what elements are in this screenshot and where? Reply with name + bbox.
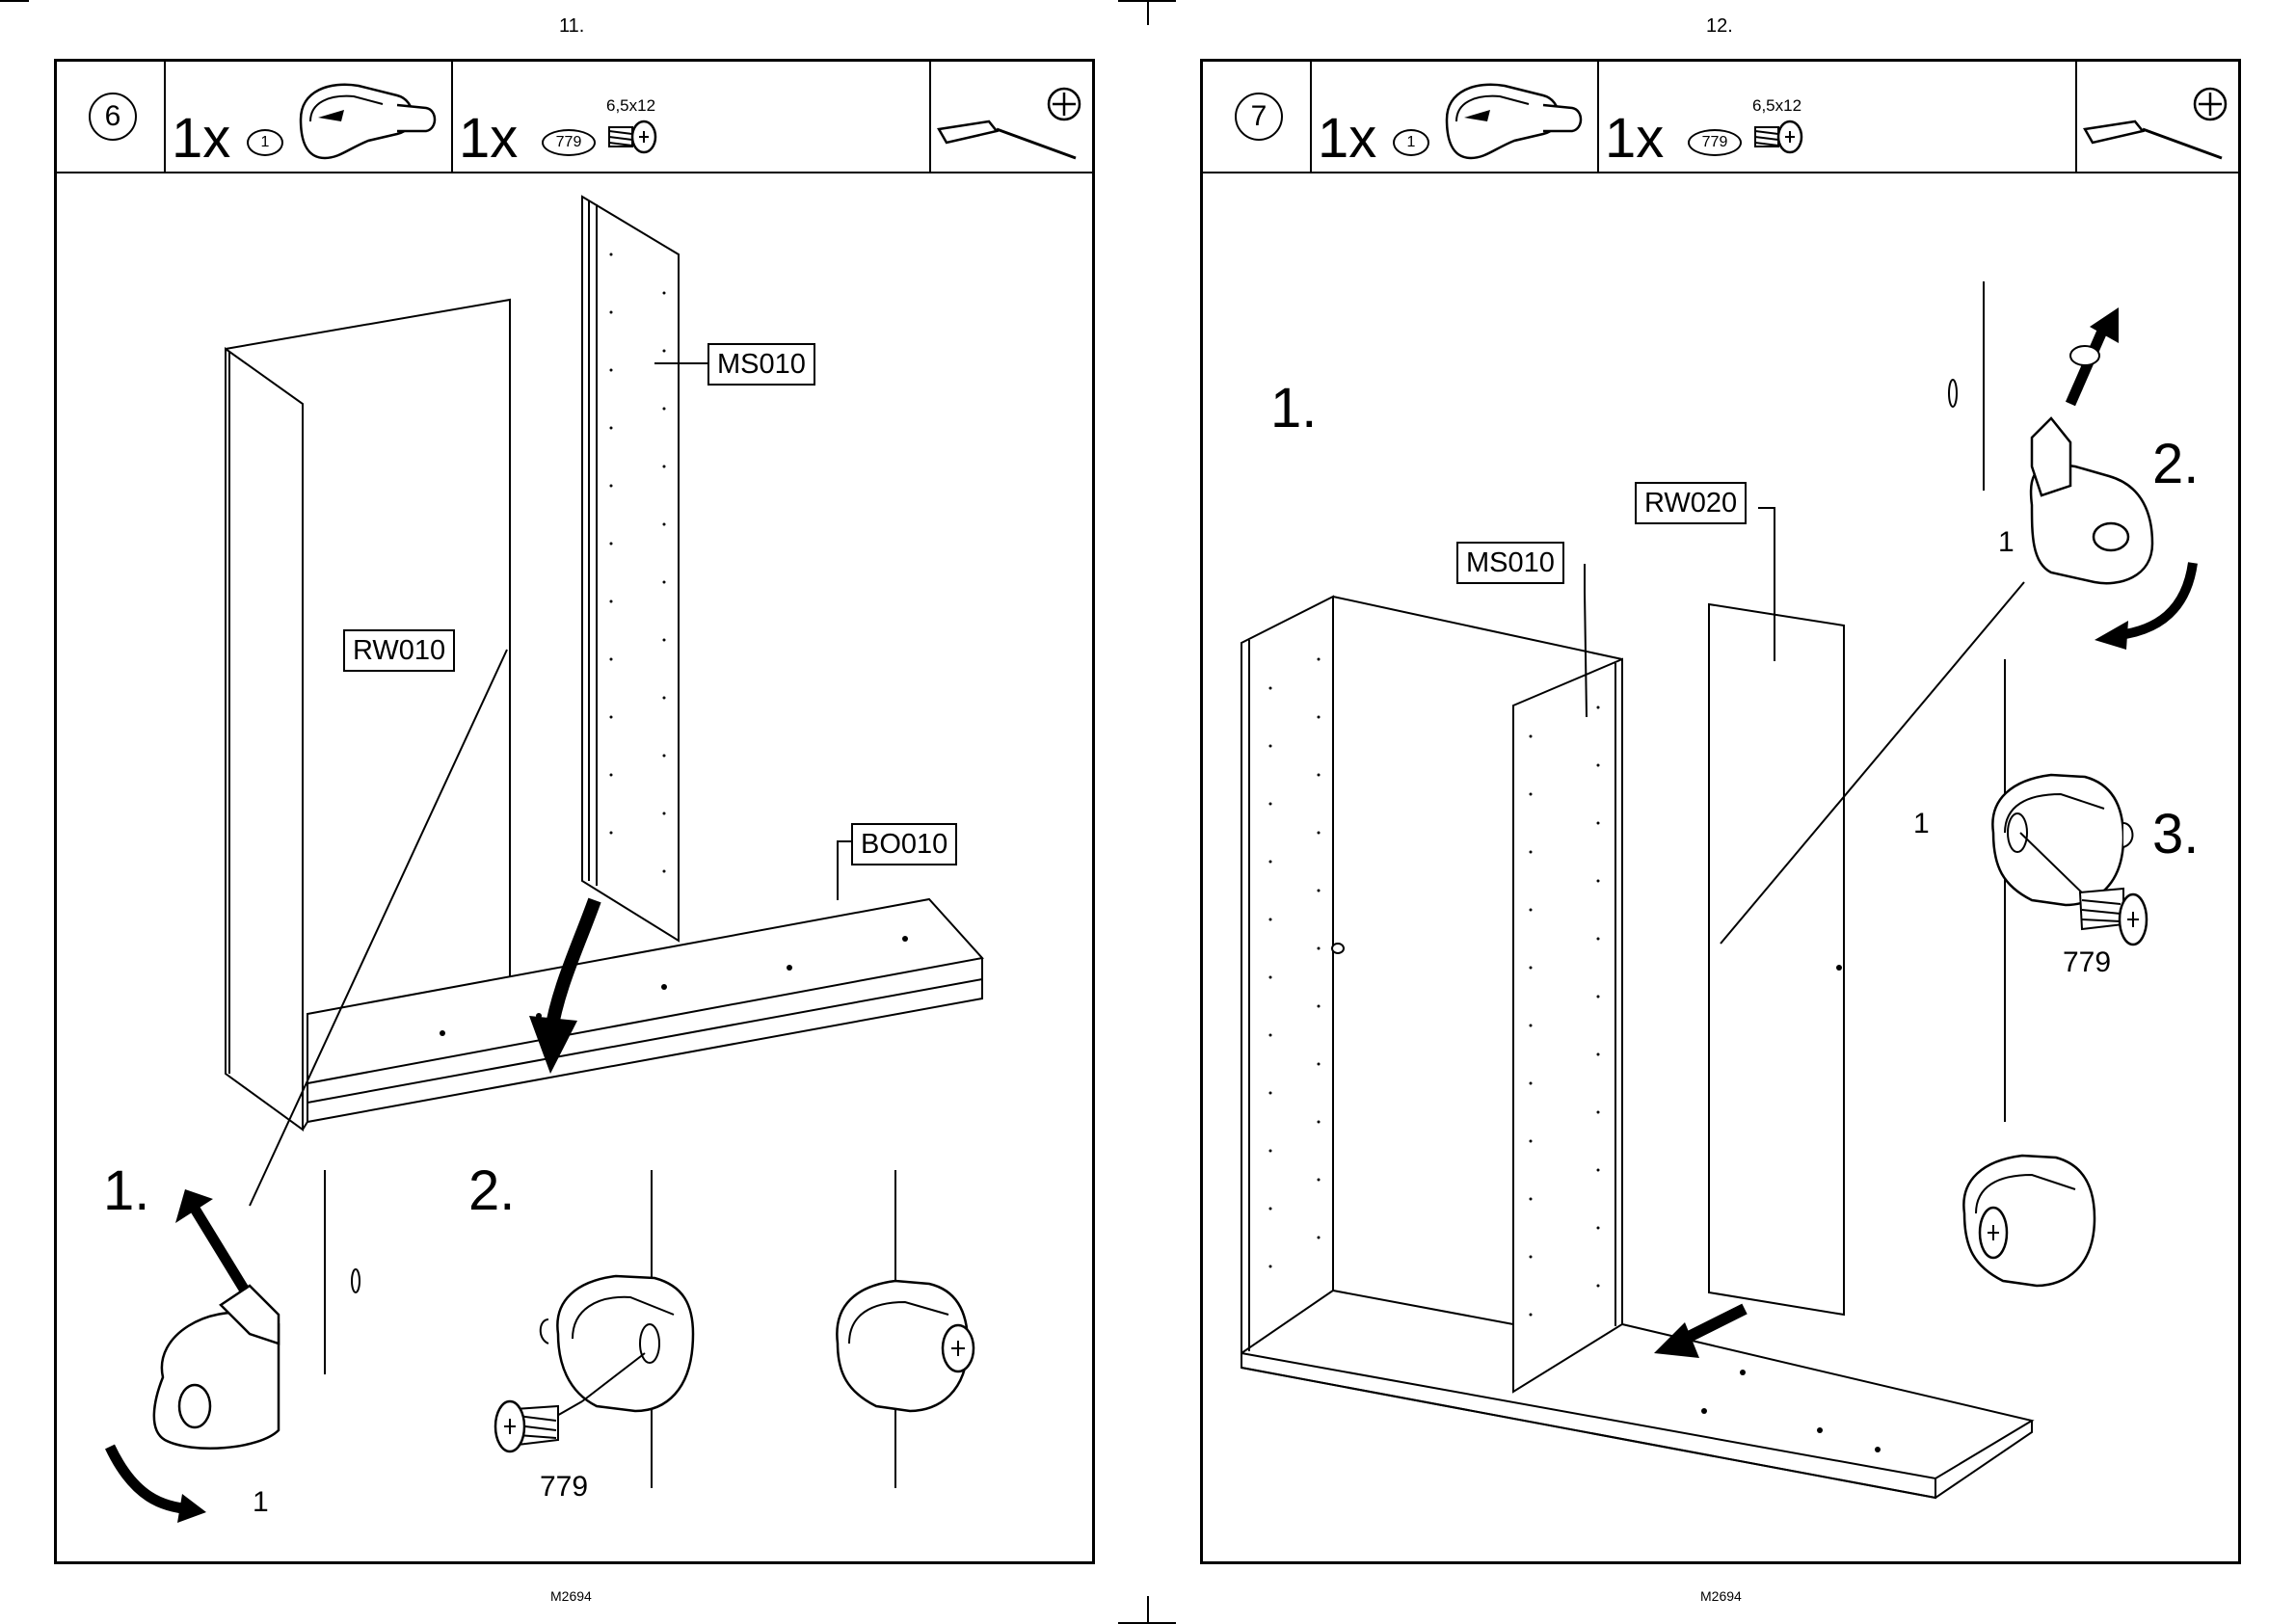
substep-label: 1.: [1270, 376, 1317, 440]
crop-mark: [0, 0, 29, 2]
assembly-illustration: [57, 62, 1092, 1561]
part-number: 779: [2063, 946, 2111, 979]
substep-label: 1.: [103, 1158, 149, 1223]
part-label-ms010: MS010: [707, 343, 815, 386]
document-code: M2694: [1700, 1588, 1742, 1604]
part-number: 779: [540, 1471, 588, 1504]
part-number: 1: [253, 1486, 269, 1519]
document-code: M2694: [550, 1588, 592, 1604]
part-label-ms010: MS010: [1456, 542, 1564, 584]
part-label-bo010: BO010: [851, 823, 957, 865]
assembly-illustration: [1203, 62, 2238, 1561]
substep-label: 2.: [468, 1158, 515, 1223]
part-label-rw020: RW020: [1635, 482, 1747, 524]
part-number: 1: [1998, 526, 2015, 559]
part-number: 1: [1913, 808, 1930, 840]
substep-label: 2.: [2152, 432, 2199, 496]
substep-label: 3.: [2152, 802, 2199, 866]
page-number: 12.: [1706, 15, 1733, 38]
instruction-sheet-step-7: 7 1x 1 1x 779 6,5x12: [1200, 59, 2241, 1564]
crop-mark: [1147, 1596, 1149, 1624]
crop-mark: [1147, 0, 1149, 25]
page-number: 11.: [559, 15, 584, 38]
instruction-sheet-step-6: 6 1x 1 1x 779 6,5x12: [54, 59, 1095, 1564]
part-label-rw010: RW010: [343, 629, 455, 672]
